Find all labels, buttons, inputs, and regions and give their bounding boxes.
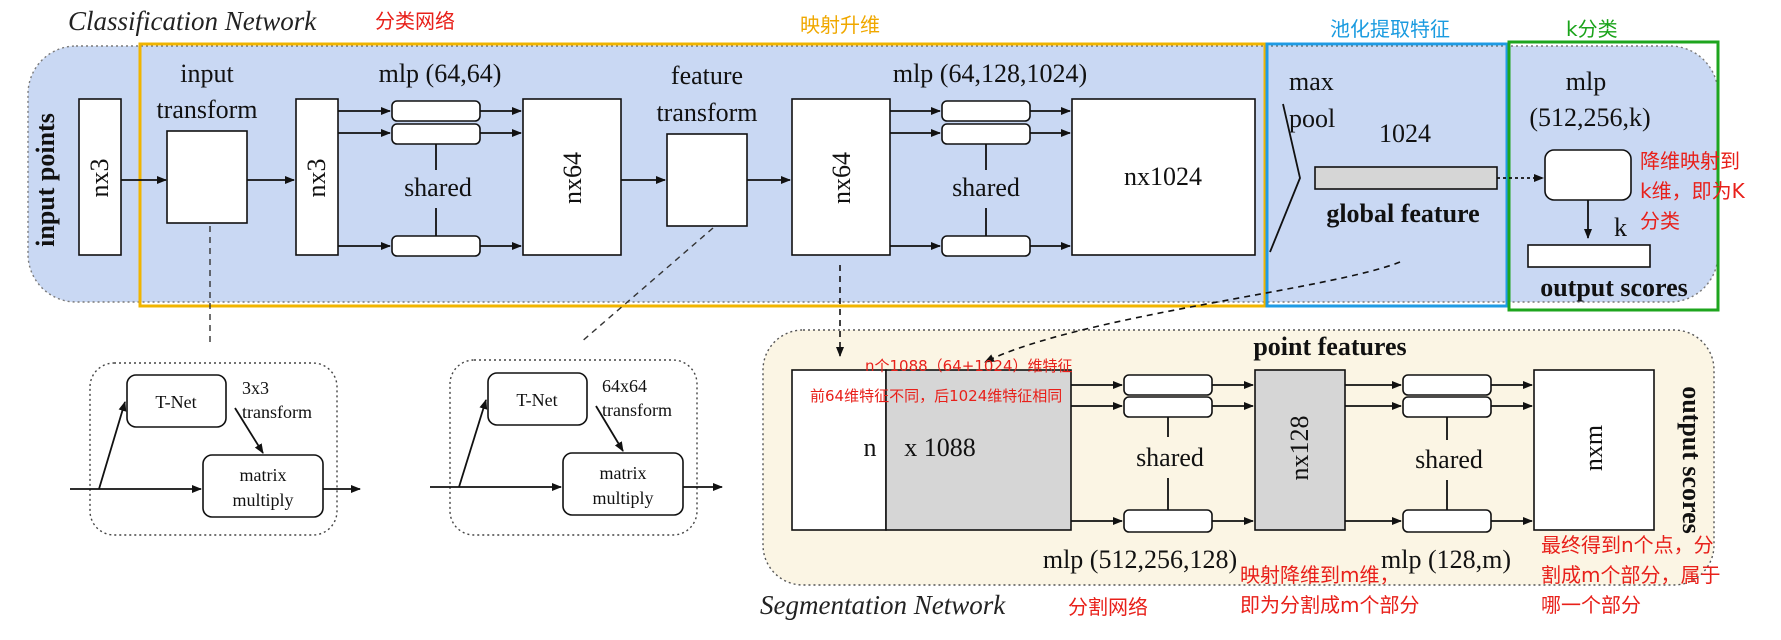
mlp2-label: mlp (64,128,1024) (893, 59, 1087, 88)
global-feature-label: global feature (1326, 199, 1479, 228)
note-final-1: 最终得到n个点，分 (1541, 533, 1714, 557)
nxm-label: nxm (1579, 425, 1608, 471)
k-class-frame (1507, 40, 1720, 312)
mlp1-label: mlp (64,64) (379, 59, 502, 88)
transformed-nx3-label: nx3 (302, 159, 331, 198)
tnet-3x3-matrix-2: multiply (232, 490, 293, 510)
segmentation-title-cn: 分割网络 (1068, 595, 1148, 619)
seg-output-scores-label: output scores (1677, 386, 1706, 534)
mlp3-label-1: mlp (1566, 67, 1606, 96)
note-final-3: 哪一个部分 (1541, 593, 1641, 617)
link-feature-transform-tnet (579, 227, 714, 344)
seg-shared1-label: shared (1136, 443, 1204, 472)
input-transform-label-2: transform (156, 95, 257, 124)
tnet-3x3-matrix-1: matrix (240, 465, 287, 485)
nx64-b-box (791, 98, 891, 256)
n-label: n (864, 433, 877, 462)
note-n1088-2: 前64维特征不同，后1024维特征相同 (810, 387, 1062, 405)
tnet-3x3-transform-1: 3x3 (242, 378, 269, 398)
tnet-64x64-matrix-2: multiply (592, 488, 653, 508)
nx128-box (1254, 369, 1346, 531)
pooling-frame (1265, 42, 1509, 308)
seg-mlp1-label: mlp (512,256,128) (1043, 545, 1237, 574)
link-global-feature-to-seg (984, 261, 1401, 363)
mlp1-shared-label: shared (404, 173, 472, 202)
seg-mlp2-shared-block (1345, 374, 1533, 533)
note-final-2: 割成m个部分，属于 (1541, 563, 1720, 587)
max-pool-label-2: pool (1289, 104, 1335, 133)
input-transform-label-1: input (180, 59, 234, 88)
tnet-3x3-transform-2: transform (242, 402, 312, 422)
class-scores-bar (1527, 244, 1651, 268)
note-reduce-m-2: 即为分割成m个部分 (1240, 593, 1419, 617)
nx64-a-label: nx64 (558, 152, 587, 204)
tnet-64x64-matrix-1: matrix (600, 463, 647, 483)
nx64-b-label: nx64 (827, 152, 856, 204)
note-reduce-k-3: 分类 (1640, 209, 1680, 233)
note-n1088-1: n个1088（64+1024）维特征 (865, 357, 1073, 375)
x1088-label: x 1088 (904, 433, 976, 462)
global-feature-bar (1314, 166, 1498, 190)
seg-shared2-label: shared (1415, 445, 1483, 474)
k-class-label: k分类 (1566, 17, 1618, 41)
nx128-label: nx128 (1285, 416, 1314, 481)
input-points-label: input points (31, 113, 60, 247)
feature-transform-box (666, 133, 748, 227)
max-pool-label-1: max (1289, 67, 1334, 96)
mlp3-box (1544, 149, 1632, 201)
tnet-3x3-panel (70, 362, 361, 536)
tnet-64x64-transform-2: transform (602, 400, 672, 420)
mlp2-shared-label: shared (952, 173, 1020, 202)
class-output-scores-label: output scores (1540, 273, 1688, 302)
feature-transform-label-2: transform (656, 98, 757, 127)
classification-title-cn-text: 分类网络 (375, 9, 455, 33)
mlp3-label-2: (512,256,k) (1529, 103, 1650, 132)
seg-mlp2-label: mlp (128,m) (1381, 545, 1511, 574)
note-reduce-k-1: 降维映射到 (1640, 149, 1740, 173)
nxm-box (1533, 369, 1655, 531)
mapping-up-frame (138, 42, 1267, 308)
tnet-3x3-label: T-Net (155, 392, 196, 412)
input-transform-box (166, 130, 248, 224)
segmentation-title: Segmentation Network (760, 590, 1006, 620)
max-pool-bracket (1269, 103, 1301, 253)
mapping-up-label: 映射升维 (800, 13, 880, 37)
classification-title: Classification Network (68, 6, 317, 36)
pool-dim-label: 1024 (1379, 119, 1431, 148)
n-local-box (791, 369, 887, 531)
note-reduce-m-1: 映射降维到m维， (1240, 563, 1399, 587)
note-reduce-k-2: k维，即为K (1640, 179, 1746, 203)
pooling-label: 池化提取特征 (1330, 17, 1450, 41)
input-nx3-label: nx3 (85, 159, 114, 198)
input-nx3-box (78, 98, 122, 256)
nx1024-label: nx1024 (1124, 162, 1202, 191)
mlp2-shared-block (890, 100, 1071, 257)
feature-transform-label-1: feature (671, 61, 743, 90)
tnet-64x64-transform-1: 64x64 (602, 376, 647, 396)
tnet-64x64-panel (430, 359, 723, 536)
nx64-a-box (522, 98, 622, 256)
point-features-label: point features (1253, 332, 1406, 361)
x1088-global-box (885, 369, 1072, 531)
seg-mlp1-shared-block (1071, 374, 1254, 533)
k-label: k (1614, 213, 1627, 242)
tnet-64x64-label: T-Net (516, 390, 557, 410)
nx1024-box (1071, 98, 1256, 256)
mlp1-shared-block (338, 100, 522, 257)
transformed-nx3-box (295, 98, 339, 256)
